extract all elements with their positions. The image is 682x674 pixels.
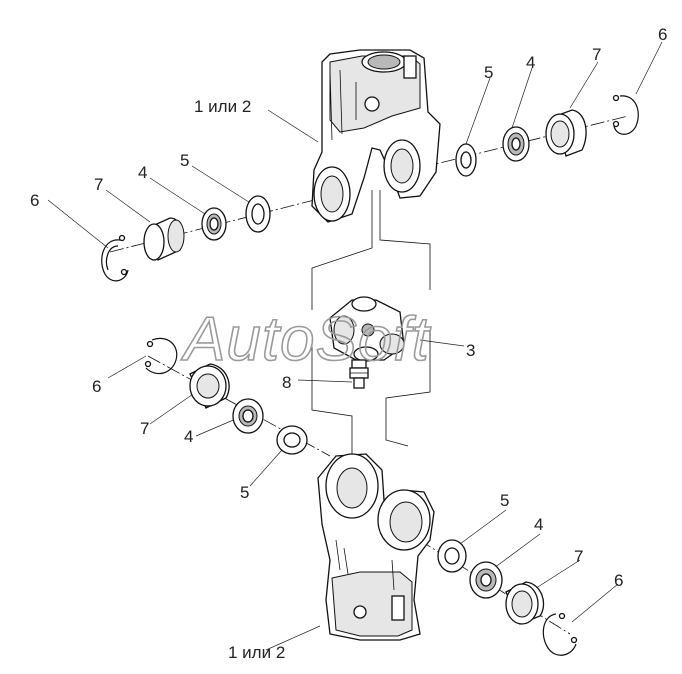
label-bearing-lower-right: 7: [574, 547, 583, 566]
label-seal-upper-left: 4: [138, 163, 147, 182]
watermark-text: AutoSoft: [180, 305, 432, 374]
label-seal-lower-right: 4: [534, 515, 543, 534]
spider-cross: [329, 296, 405, 362]
label-snap-ring-upper-left: 6: [30, 191, 39, 210]
label-bearing-upper-right: 7: [592, 45, 601, 64]
label-snap-ring-lower-right: 6: [614, 571, 623, 590]
label-bearing-lower-left: 7: [140, 419, 149, 438]
label-spider: 3: [466, 341, 475, 360]
label-snap-ring-upper-right: 6: [658, 25, 667, 44]
label-yoke-top: 1 или 2: [194, 97, 251, 116]
lower-right-parts: [437, 539, 578, 656]
label-washer-lower-left: 5: [240, 483, 249, 502]
label-washer-upper-left: 5: [180, 151, 189, 170]
grease-fitting: [349, 359, 369, 389]
bottom-yoke: [317, 453, 435, 641]
label-yoke-bottom: 1 или 2: [228, 643, 285, 662]
leader-lines: [47, 41, 663, 651]
lower-left-parts: [144, 337, 308, 455]
label-washer-upper-right: 5: [484, 63, 493, 82]
top-yoke: [311, 49, 441, 223]
label-grease-fitting: 8: [282, 373, 291, 392]
label-bearing-upper-left: 7: [94, 175, 103, 194]
label-washer-lower-right: 5: [500, 491, 509, 510]
upper-left-parts: [101, 195, 271, 282]
part-labels: 1 или 2 1 или 2 6 7 4 5 5 4 7 6 6 7 4 5 …: [30, 25, 667, 662]
label-seal-lower-left: 4: [184, 427, 193, 446]
label-snap-ring-lower-left: 6: [92, 377, 101, 396]
label-seal-upper-right: 4: [526, 53, 535, 72]
upper-right-parts: [455, 94, 639, 177]
